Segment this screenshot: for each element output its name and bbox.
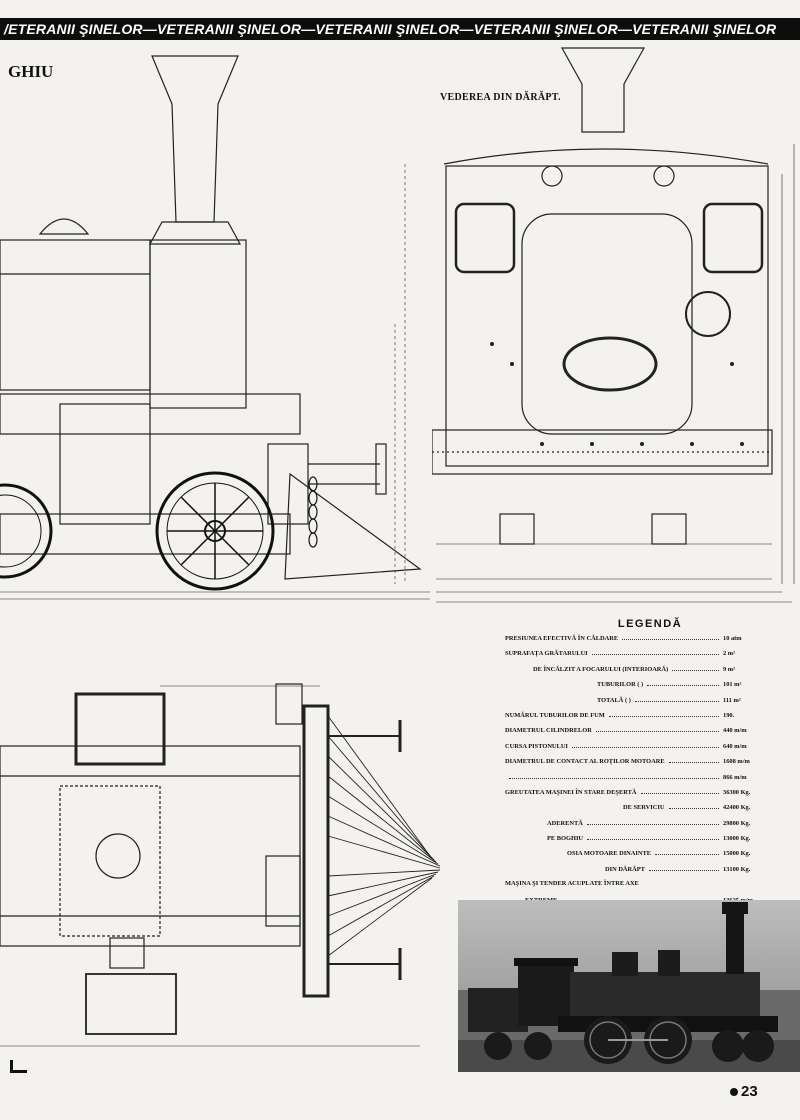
legend-value: 36300 Kg.	[723, 788, 751, 796]
legend-label: ADERENTĂ	[547, 819, 583, 827]
legend-label: TOTALĂ ( )	[597, 696, 631, 704]
legend-label: DE SERVICIU	[623, 804, 665, 812]
legend-label: SUPRAFAŢA GRĂTARULUI	[505, 650, 588, 658]
legend-leader	[655, 849, 719, 856]
legend-value: 1608 m/m	[723, 758, 750, 766]
legend-label: GREUTATEA MAŞINEI ÎN STARE DEŞERTĂ	[505, 788, 637, 796]
front-view-drawing	[432, 47, 795, 603]
legend-label: DIAMETRUL DE CONTACT AL ROŢILOR MOTOARE	[505, 758, 665, 766]
legend-row: DE SERVICIU 42400 Kg.	[505, 803, 795, 818]
page-number: 23	[730, 1083, 758, 1100]
legend-leader	[640, 788, 719, 794]
legend-leader	[591, 649, 719, 656]
legend-leader	[672, 665, 719, 671]
legend-row: MAŞINA ŞI TENDER ACUPLATE ÎNTRE AXE	[505, 880, 795, 895]
legend-leader	[595, 726, 719, 733]
legend-value: 10 atm	[723, 635, 742, 642]
legend-value: 42400 Kg.	[723, 804, 751, 812]
legend-row: OSIA MOTOARE DINAINTE 15000 Kg.	[505, 849, 795, 864]
locomotive-photo	[458, 900, 800, 1072]
legend-label: PRESIUNEA EFECTIVĂ ÎN CĂLDARE	[505, 635, 619, 642]
legend-row: DIN DĂRĂPT 13100 Kg.	[505, 865, 795, 880]
legend-leader	[648, 865, 719, 871]
legend-row: NUMĂRUL TUBURILOR DE FUM 190.	[505, 711, 795, 726]
legend-row: PE BOGHIU 13000 Kg.	[505, 834, 795, 849]
legend-row: DIAMETRUL CILINDRELOR 440 m/m	[505, 726, 795, 741]
legend-label: DIN DĂRĂPT	[605, 865, 645, 873]
legend-leader	[647, 680, 719, 687]
corner-mark-icon	[10, 1060, 27, 1073]
legend-value: 13100 Kg.	[723, 865, 751, 873]
legend-leader	[634, 696, 719, 702]
legend-leader	[608, 711, 719, 717]
legend-value: 9 m²	[723, 665, 736, 673]
legend-label: TUBURILOR ( )	[597, 681, 644, 689]
legend-row: 866 m/m	[505, 773, 795, 788]
legend-label: CURSA PISTONULUI	[505, 742, 568, 750]
legend-value: 15000 Kg.	[723, 850, 751, 858]
legend-value: 101 m²	[723, 681, 742, 689]
legend-leader	[509, 773, 719, 779]
legend-label: PE BOGHIU	[547, 835, 584, 843]
legend-label: OSIA MOTOARE DINAINTE	[567, 850, 652, 858]
legend-row: SUPRAFAŢA GRĂTARULUI 2 m²	[505, 649, 795, 664]
legend-leader	[587, 834, 719, 841]
legend-label: NUMĂRUL TUBURILOR DE FUM	[505, 711, 605, 719]
legend-title: LEGENDĂ	[617, 618, 683, 630]
legend-leader	[586, 819, 719, 825]
legend-row: GREUTATEA MAŞINEI ÎN STARE DEŞERTĂ 36300 …	[505, 788, 795, 803]
legend-value: 13000 Kg.	[723, 835, 751, 843]
legend-row: PRESIUNEA EFECTIVĂ ÎN CĂLDARE 10 atm	[505, 634, 795, 649]
front-view-caption: VEDEREA DIN DĂRĂPT.	[440, 92, 561, 103]
plan-view-drawing	[0, 683, 441, 1047]
legend-value: 866 m/m	[723, 773, 747, 781]
legend-leader	[668, 803, 719, 810]
legend-leader	[668, 757, 719, 764]
side-elevation-drawing	[0, 55, 430, 600]
legend-value: 2 m²	[723, 650, 736, 658]
legend-value: 29800 Kg.	[723, 819, 751, 827]
legend-row: DE ÎNCĂLZIT A FOCARULUI (INTERIOARĂ) 9 m²	[505, 665, 795, 680]
legend-label: DIAMETRUL CILINDRELOR	[505, 727, 592, 735]
bullet-icon	[730, 1088, 738, 1097]
legend-value: 111 m²	[723, 696, 741, 704]
legend-label: MAŞINA ŞI TENDER ACUPLATE ÎNTRE AXE	[505, 880, 639, 888]
legend-value: 640 m/m	[723, 742, 747, 750]
legend-value: 190.	[723, 711, 735, 719]
legend-row: CURSA PISTONULUI 640 m/m	[505, 742, 795, 757]
legend-value: 440 m/m	[723, 727, 747, 735]
legend-label: DE ÎNCĂLZIT A FOCARULUI (INTERIOARĂ)	[533, 665, 669, 673]
legend-leader	[571, 742, 719, 748]
legend-row: ADERENTĂ 29800 Kg.	[505, 819, 795, 834]
page-banner: /ETERANII ŞINELOR—VETERANII ŞINELOR—VETE…	[0, 18, 800, 40]
legend-row: TUBURILOR ( ) 101 m²	[505, 680, 795, 695]
banner-text: /ETERANII ŞINELOR—VETERANII ŞINELOR—VETE…	[4, 21, 777, 37]
legend-row: DIAMETRUL DE CONTACT AL ROŢILOR MOTOARE 1…	[505, 757, 795, 772]
legend: LEGENDĂ PRESIUNEA EFECTIVĂ ÎN CĂLDARE 10 …	[505, 618, 795, 911]
legend-leader	[622, 634, 719, 640]
side-view-title-fragment: GHIU	[8, 62, 54, 81]
legend-row: TOTALĂ ( ) 111 m²	[505, 696, 795, 711]
page-number-text: 23	[741, 1083, 758, 1100]
